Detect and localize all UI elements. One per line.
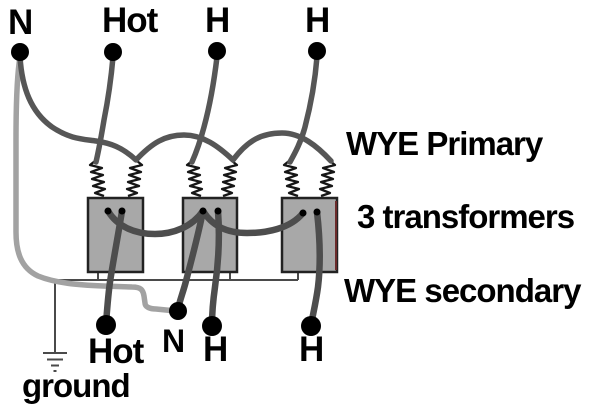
annotation-wye-primary: WYE Primary [346, 125, 543, 162]
annotation-3-transformers: 3 transformers [357, 198, 575, 235]
top-terminal-label-n: N [8, 3, 33, 42]
secondary-terminal-dot-t2a [199, 207, 207, 215]
bottom-terminal-label-hot: Hot [88, 332, 144, 371]
bottom-terminal-label-n: N [162, 323, 185, 359]
primary-neutral-bus-wire [17, 54, 334, 164]
bottom-terminal-label-h2: H [299, 330, 324, 369]
top-terminal-dot-h1 [208, 42, 226, 60]
secondary-terminal-dot-t1a [104, 207, 112, 215]
secondary-wiring [102, 207, 324, 329]
bottom-terminal-dot-n [169, 302, 187, 320]
bottom-terminal-dot-h1 [202, 316, 222, 336]
top-terminal-label-h1: H [205, 1, 230, 40]
top-terminal-dot-hot [104, 43, 122, 61]
top-terminal-label-hot: Hot [102, 1, 158, 40]
secondary-terminal-dot-t1b [118, 207, 126, 215]
primary-wiring [17, 54, 334, 165]
secondary-jumper-t2-t3 [199, 207, 307, 237]
bottom-terminal-label-h1: H [203, 330, 228, 369]
top-terminal-label-h2: H [305, 1, 330, 40]
secondary-terminal-dot-t3a [299, 209, 307, 217]
primary-bushings [88, 159, 337, 198]
secondary-terminal-dot-t2b [214, 207, 222, 215]
secondary-drop-hot [102, 207, 126, 328]
secondary-drop-h2 [307, 208, 324, 329]
ground-symbol-icon [43, 352, 67, 372]
bushing-coil-t1-right [125, 159, 144, 198]
top-terminal-dot-h2 [308, 42, 326, 60]
primary-phase-wire-hot [93, 54, 116, 165]
ground-label: ground [22, 367, 131, 404]
bottom-terminal-dot-hot [96, 315, 116, 335]
bushing-coil-t1-left [88, 159, 107, 198]
secondary-drop-h1 [208, 207, 223, 329]
neutral-wire [13, 54, 179, 314]
secondary-terminal-dot-t3b [313, 208, 321, 216]
bottom-terminal-dot-h2 [301, 316, 321, 336]
transformer-3 [280, 196, 339, 274]
terminal-dots [11, 42, 326, 336]
primary-phase-wire-h2 [189, 54, 220, 165]
annotation-wye-secondary: WYE secondary [344, 272, 581, 309]
top-terminal-dot-n [11, 43, 29, 61]
bushing-coil-t3-left [282, 159, 301, 198]
bushing-coil-t2-left [185, 159, 204, 198]
bushing-coil-t3-right [318, 159, 337, 198]
secondary-drop-n [174, 207, 207, 314]
transformer-tanks [86, 196, 339, 274]
bushing-coil-t2-right [220, 159, 239, 198]
primary-phase-wire-h3 [287, 54, 320, 165]
